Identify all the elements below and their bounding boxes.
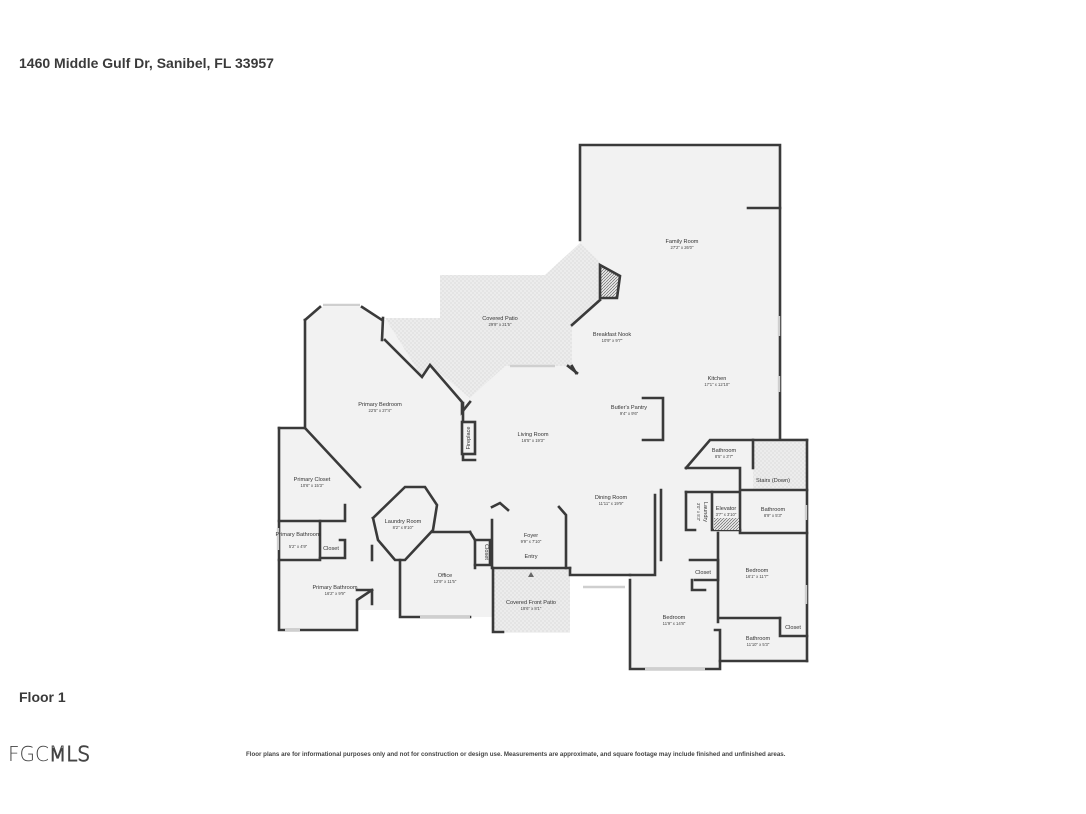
- primary-bathroom-small-label: Primary Bathroom: [275, 532, 320, 538]
- closet-foyer-label: Closet: [483, 544, 489, 560]
- breakfast-nook-dims: 10'9" x 9'7": [602, 338, 623, 343]
- closet-bed1-label: Closet: [695, 570, 711, 576]
- laundry-dims: 3'0" x 5'3": [696, 503, 701, 522]
- bathroom-bottom-dims: 11'10" x 5'3": [747, 642, 770, 647]
- primary-bathroom-label: Primary Bathroom: [312, 585, 357, 591]
- family-room-label: Family Room: [666, 239, 699, 245]
- office-dims: 12'9" x 11'5": [434, 579, 457, 584]
- kitchen-dims: 17'1" x 12'10": [704, 382, 730, 387]
- covered-front-patio-dims: 18'6" x 8'1": [521, 606, 542, 611]
- covered-patio-area: [385, 243, 600, 398]
- elevator-dims: 3'7" x 3'10": [716, 512, 737, 517]
- walls: [277, 143, 809, 671]
- logo-suffix: MLS: [48, 742, 91, 767]
- laundry-closet-area: [714, 518, 739, 530]
- covered-front-patio-area: [493, 568, 570, 632]
- logo-prefix: FGC: [8, 742, 49, 766]
- covered-front-patio-label: Covered Front Patio: [506, 600, 556, 606]
- living-room-dims: 16'5" x 19'3": [522, 438, 545, 443]
- butlers-pantry-dims: 9'4" x 9'6": [620, 411, 639, 416]
- windows: [276, 303, 808, 671]
- floor-label: Floor 1: [19, 689, 66, 705]
- laundry-label: Laundry: [702, 502, 708, 522]
- bathroom-top-dims: 8'5" x 3'7": [715, 454, 734, 459]
- covered-patio-label: Covered Patio: [482, 316, 517, 322]
- stairs-label: Stairs (Down): [756, 478, 790, 484]
- foyer-label: Foyer: [524, 533, 538, 539]
- bathroom-bottom-label: Bathroom: [746, 636, 771, 642]
- mls-logo: FGCMLS: [8, 742, 91, 767]
- primary-closet-label: Primary Closet: [294, 477, 331, 483]
- laundry-room-label: Laundry Room: [385, 519, 422, 525]
- family-room-dims: 27'2" x 26'0": [671, 245, 694, 250]
- dining-room-dims: 11'11" x 19'9": [599, 501, 624, 506]
- butlers-pantry-label: Butler's Pantry: [611, 405, 647, 411]
- room-labels: Family Room 27'2" x 26'0" Covered Patio …: [275, 239, 801, 647]
- breakfast-nook-label: Breakfast Nook: [593, 332, 631, 338]
- bedroom-right-dims: 16'1" x 11'7": [746, 574, 769, 579]
- entry-label: Entry: [524, 554, 537, 560]
- floor-area: [279, 145, 807, 669]
- bedroom-bottom-label: Bedroom: [663, 615, 686, 621]
- property-address: 1460 Middle Gulf Dr, Sanibel, FL 33957: [19, 55, 274, 71]
- bathroom-right-dims: 8'9" x 5'3": [764, 513, 783, 518]
- primary-bedroom-label: Primary Bedroom: [358, 402, 402, 408]
- office-label: Office: [438, 573, 453, 579]
- bedroom-right-label: Bedroom: [746, 568, 769, 574]
- stairs-area: [753, 440, 806, 491]
- disclaimer-text: Floor plans are for informational purpos…: [246, 751, 786, 758]
- bathroom-right-label: Bathroom: [761, 507, 786, 513]
- primary-bedroom-dims: 22'5" x 27'4": [369, 408, 392, 413]
- closet-bed2-label: Closet: [785, 625, 801, 631]
- bedroom-bottom-dims: 11'9" x 14'8": [663, 621, 686, 626]
- entry-arrow-icon: [528, 572, 534, 577]
- dining-room-label: Dining Room: [595, 495, 628, 501]
- living-room-label: Living Room: [517, 432, 548, 438]
- fireplace-label: Fireplace: [466, 426, 472, 449]
- laundry-room-dims: 8'2" x 9'10": [393, 525, 414, 530]
- kitchen-label: Kitchen: [708, 376, 727, 382]
- bathroom-top-label: Bathroom: [712, 448, 737, 454]
- covered-patio-dims: 29'9" x 21'5": [489, 322, 512, 327]
- closet-primary-label: Closet: [323, 546, 339, 552]
- primary-closet-dims: 10'6" x 15'3": [301, 483, 324, 488]
- primary-bathroom-dims: 16'2" x 9'9": [325, 591, 346, 596]
- foyer-dims: 9'9" x 7'10": [521, 539, 542, 544]
- elevator-label: Elevator: [716, 506, 737, 512]
- primary-bathroom-small-dims: 5'2" x 4'9": [289, 544, 308, 549]
